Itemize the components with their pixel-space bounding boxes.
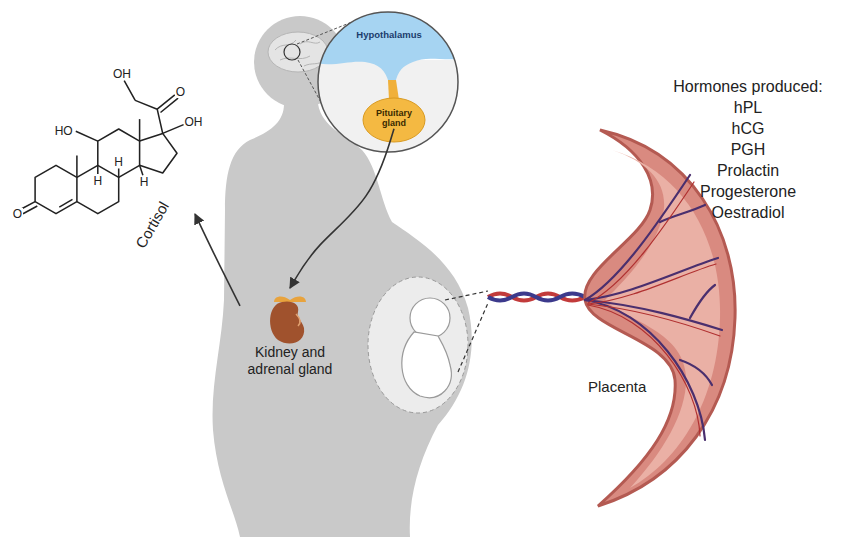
umbilical-cord-part <box>488 294 585 301</box>
cortisol-molecule-label: Cortisol <box>131 198 172 251</box>
fetus <box>368 277 468 413</box>
umbilical-cord-part <box>488 294 585 301</box>
atom-label: H <box>113 156 124 168</box>
cortisol-structure-part <box>76 131 98 141</box>
atom-label: HO <box>54 125 74 137</box>
placenta-vessels <box>585 175 722 440</box>
placenta-shape-part <box>605 150 720 488</box>
zoom-circle-part <box>318 12 458 152</box>
hypothalamus-region-label: Hypothalamus <box>353 30 425 40</box>
placenta: Placenta <box>588 378 672 396</box>
placenta-vessels-part-part <box>588 182 694 303</box>
hormone-name: hCG <box>655 118 841 139</box>
pituitary-gland: Pituitary gland <box>364 109 424 129</box>
placenta-vessels-part-part <box>585 300 705 440</box>
placenta-vessels-part-part <box>588 264 716 304</box>
kidney-icon-part <box>270 301 304 343</box>
hormone-name: Oestradiol <box>655 202 841 223</box>
atom-label: O <box>12 208 23 220</box>
placenta-label: Placenta <box>588 378 672 396</box>
atom-label: OH <box>112 68 132 80</box>
placenta-leader <box>445 291 488 372</box>
woman-silhouette-part <box>213 104 472 537</box>
placenta-leader-part <box>445 291 488 300</box>
cortisol-structure-part <box>59 199 72 207</box>
brain-part <box>268 32 328 72</box>
woman-silhouette <box>213 16 472 537</box>
pituitary-gland-label: Pituitary gland <box>364 109 424 129</box>
atom-anchor: H <box>139 176 150 188</box>
atom-label: H <box>139 176 150 188</box>
kidney-icon-part <box>296 314 300 326</box>
hormone-list: Hormones produced:hPLhCGPGHProlactinProg… <box>655 76 841 223</box>
placenta-leader-part <box>458 303 488 372</box>
cortisol-structure-part <box>76 155 78 177</box>
flow-arrow <box>195 214 240 306</box>
placenta-vessels-part-part <box>690 285 715 318</box>
atom-anchor: OH <box>184 116 204 128</box>
zoom-circle-part <box>363 98 425 142</box>
kidney-adrenal-label: Kidney and adrenal gland <box>240 344 340 378</box>
placenta-vessels-part-part <box>588 304 720 336</box>
hormone-name: hPL <box>655 97 841 118</box>
zoom-circle-part <box>310 0 470 155</box>
flow-arrow <box>290 129 394 288</box>
umbilical-cord <box>488 294 585 301</box>
fetus-part <box>368 277 468 413</box>
atom-label: OH <box>184 116 204 128</box>
brain-part <box>284 44 300 60</box>
zoom-circle <box>310 0 470 155</box>
cortisol-structure-part <box>139 119 141 141</box>
cortisol-structure-part <box>163 125 184 134</box>
atom-anchor: O <box>12 208 23 220</box>
hormone-name: Prolactin <box>655 160 841 181</box>
placenta-vessels-part <box>588 182 720 436</box>
placenta-vessels-part-part <box>588 305 700 436</box>
cortisol-structure-part <box>124 81 178 134</box>
kidney-icon <box>270 296 306 343</box>
placenta-vessels-part-part <box>660 205 705 222</box>
hypothalamus-region: Hypothalamus <box>353 30 425 40</box>
placenta-vessels-part-part <box>585 175 690 300</box>
fetus-part <box>402 332 451 398</box>
atom-label: H <box>92 175 103 187</box>
atom-anchor: OH <box>112 68 132 80</box>
placenta-vessels-part-part <box>585 258 718 300</box>
list-heading: Hormones produced: <box>655 76 841 97</box>
kidney-adrenal: Kidney and adrenal gland <box>240 288 340 378</box>
atom-anchor: O <box>175 86 186 98</box>
zoom-circle-part <box>388 80 399 100</box>
brain <box>268 32 328 72</box>
cortisol-structure-part <box>21 202 38 214</box>
hormone-name: Progesterone <box>655 181 841 202</box>
cortisol-structure-part <box>35 165 77 213</box>
atom-label: O <box>175 86 186 98</box>
atom-anchor: H <box>92 175 103 187</box>
atom-anchor: HO <box>54 125 74 137</box>
hormone-name: PGH <box>655 139 841 160</box>
cortisol-molecule: Cortisol <box>5 5 195 260</box>
kidney-icon-part <box>274 296 306 302</box>
atom-anchor: H <box>113 156 124 168</box>
cortisol-structure-part <box>140 133 177 173</box>
cortisol-structure <box>21 81 184 214</box>
placenta-vessels-part <box>585 175 722 440</box>
